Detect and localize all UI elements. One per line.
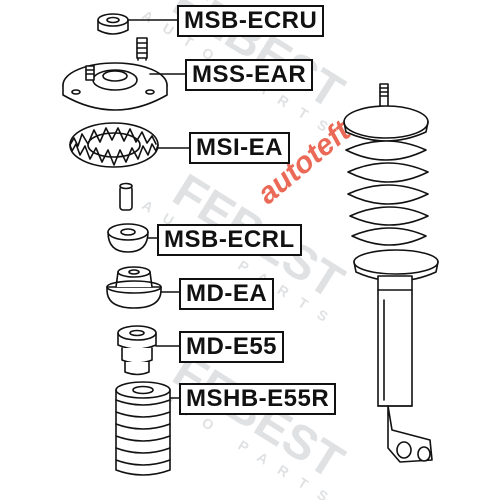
lower-bushing-part bbox=[107, 223, 149, 253]
upper-bushing-part bbox=[97, 13, 129, 35]
part-label-md-e55: MD-E55 bbox=[179, 331, 285, 363]
rod-spacer-part bbox=[119, 182, 133, 211]
spring-insulator-part bbox=[69, 122, 159, 168]
part-label-md-ea: MD-EA bbox=[179, 278, 275, 310]
part-label-mss-ear: MSS-EAR bbox=[185, 59, 314, 91]
bump-stop-part bbox=[117, 325, 157, 376]
bump-stop-dome-part bbox=[106, 266, 162, 309]
shock-absorber-assembly bbox=[343, 83, 439, 463]
part-label-msb-ecru: MSB-ECRU bbox=[177, 5, 325, 37]
part-label-msi-ea: MSI-EA bbox=[189, 132, 290, 164]
dust-boot-part bbox=[115, 381, 171, 476]
part-label-mshb-e55r: MSHB-E55R bbox=[179, 383, 337, 415]
strut-mount-part bbox=[62, 37, 168, 111]
leader-lines bbox=[127, 19, 191, 399]
part-label-msb-ecrl: MSB-ECRL bbox=[157, 224, 302, 256]
